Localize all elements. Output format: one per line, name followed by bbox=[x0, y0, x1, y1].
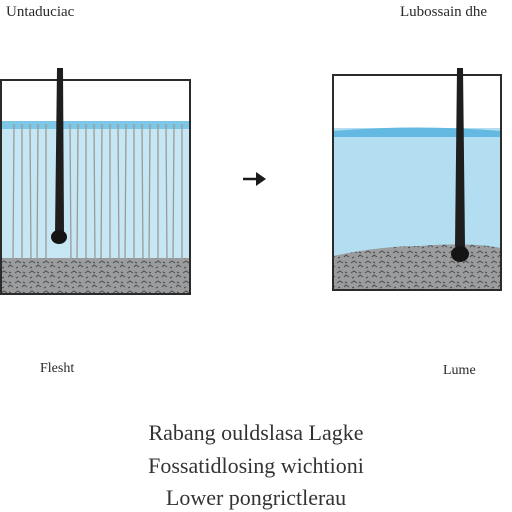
left-panel-caption: Flesht bbox=[40, 361, 75, 376]
left-tank-streak bbox=[69, 123, 72, 263]
left-tank-streak bbox=[76, 123, 79, 263]
left-tank-water-surface bbox=[2, 121, 190, 129]
left-probe-rod bbox=[55, 68, 64, 239]
left-tank-streak bbox=[36, 123, 39, 263]
right-arrow-icon bbox=[243, 172, 266, 186]
left-tank-streak bbox=[29, 123, 32, 263]
left-panel-title: Untaduciac bbox=[6, 4, 75, 20]
left-tank-streak bbox=[124, 123, 127, 263]
right-probe-rod bbox=[455, 68, 465, 253]
right-panel-title: Lubossain dhe bbox=[400, 4, 488, 20]
right-panel-caption: Lume bbox=[443, 363, 476, 378]
left-tank-streak bbox=[165, 123, 168, 263]
left-tank-streak bbox=[172, 123, 175, 263]
bottom-text-line-1: Rabang ouldslasa Lagke bbox=[148, 420, 364, 445]
left-probe-tip bbox=[51, 230, 67, 244]
right-probe-tip bbox=[451, 246, 469, 262]
left-tank-streak bbox=[100, 123, 103, 263]
left-tank bbox=[0, 68, 191, 295]
left-tank-streak bbox=[93, 123, 96, 263]
bottom-text-line-2: Fossatidlosing wichtioni bbox=[148, 453, 364, 478]
left-tank-streak bbox=[148, 123, 151, 263]
right-tank-outline bbox=[332, 74, 502, 291]
left-tank-water bbox=[2, 122, 190, 262]
left-tank-streak bbox=[12, 123, 15, 263]
right-tank bbox=[332, 68, 502, 291]
left-tank-streaks bbox=[12, 123, 183, 263]
left-tank-streak bbox=[141, 123, 144, 263]
left-tank-streak bbox=[117, 123, 120, 263]
bottom-text-line-3: Lower pongrictlerau bbox=[165, 485, 347, 510]
left-tank-sediment bbox=[2, 258, 190, 294]
